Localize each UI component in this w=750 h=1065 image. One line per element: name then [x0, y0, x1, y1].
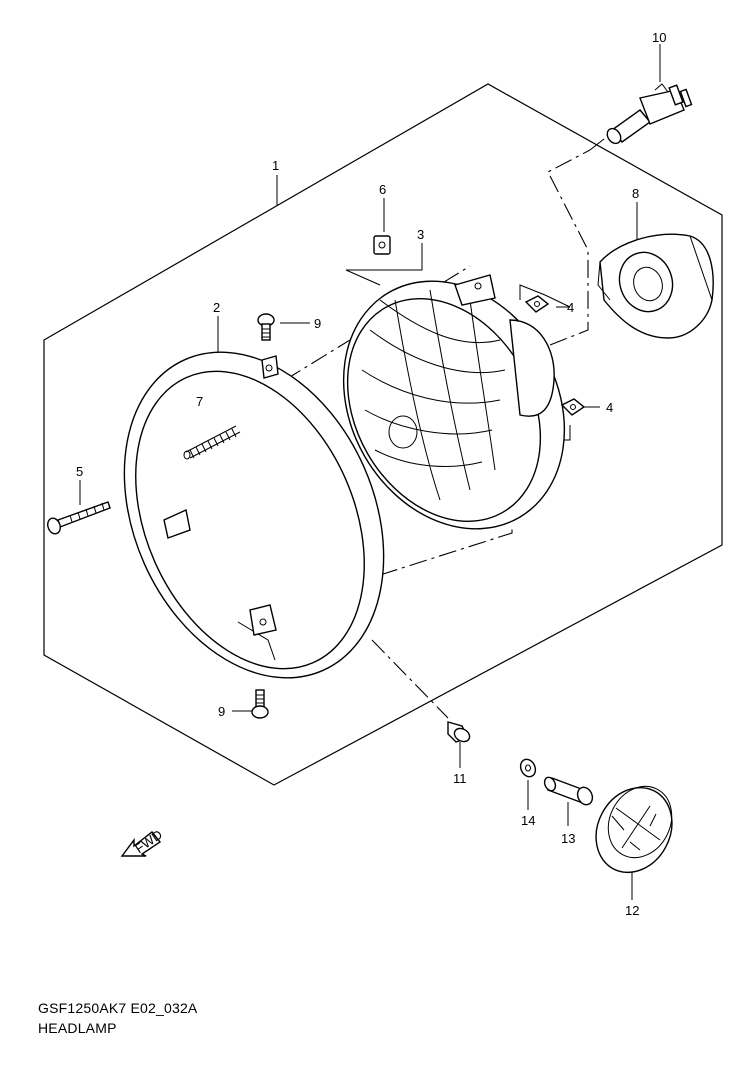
callout-5: 5	[76, 464, 83, 479]
adjusting-screw	[47, 501, 111, 535]
adjuster-spring	[183, 425, 241, 460]
callout-10: 10	[652, 30, 666, 45]
callout-6: 6	[379, 182, 386, 197]
model-code: GSF1250AK7 E02_032A	[38, 1000, 198, 1016]
bulb-cover-boot	[597, 233, 714, 339]
callout-12: 12	[625, 903, 639, 918]
callout-8: 8	[632, 186, 639, 201]
screw-lower	[251, 689, 269, 719]
assembly-outline	[43, 83, 723, 786]
callout-9-upper: 9	[314, 316, 321, 331]
washer	[519, 758, 537, 778]
headlamp-lens-unit	[342, 274, 566, 530]
callout-1: 1	[272, 158, 279, 173]
collar-spacer	[543, 776, 594, 806]
callout-9-lower: 9	[218, 704, 225, 719]
forward-direction-arrow: FWD	[120, 827, 165, 857]
callout-14: 14	[521, 813, 535, 828]
callout-4-lower: 4	[606, 400, 613, 415]
headlamp-bulb	[606, 83, 693, 145]
callout-11: 11	[453, 771, 467, 786]
reflector-cap	[595, 785, 673, 874]
clip-nut-upper	[524, 295, 550, 313]
fwd-label: FWD	[132, 827, 165, 856]
callout-2: 2	[213, 300, 220, 315]
diagram-title: HEADLAMP	[38, 1020, 117, 1036]
headlamp-housing-ring	[123, 351, 385, 679]
callout-4-upper: 4	[567, 300, 574, 315]
callout-7: 7	[196, 394, 203, 409]
callout-3: 3	[417, 227, 424, 242]
callout-labels: 1 2 3 4 4 5 6 7 8 9 9 10 11 12 13 14	[76, 30, 666, 918]
mounting-bolt	[447, 721, 471, 743]
callout-13: 13	[561, 831, 575, 846]
clip-nut-lower	[560, 398, 586, 416]
screw-upper	[257, 313, 275, 341]
square-nut	[373, 235, 391, 255]
